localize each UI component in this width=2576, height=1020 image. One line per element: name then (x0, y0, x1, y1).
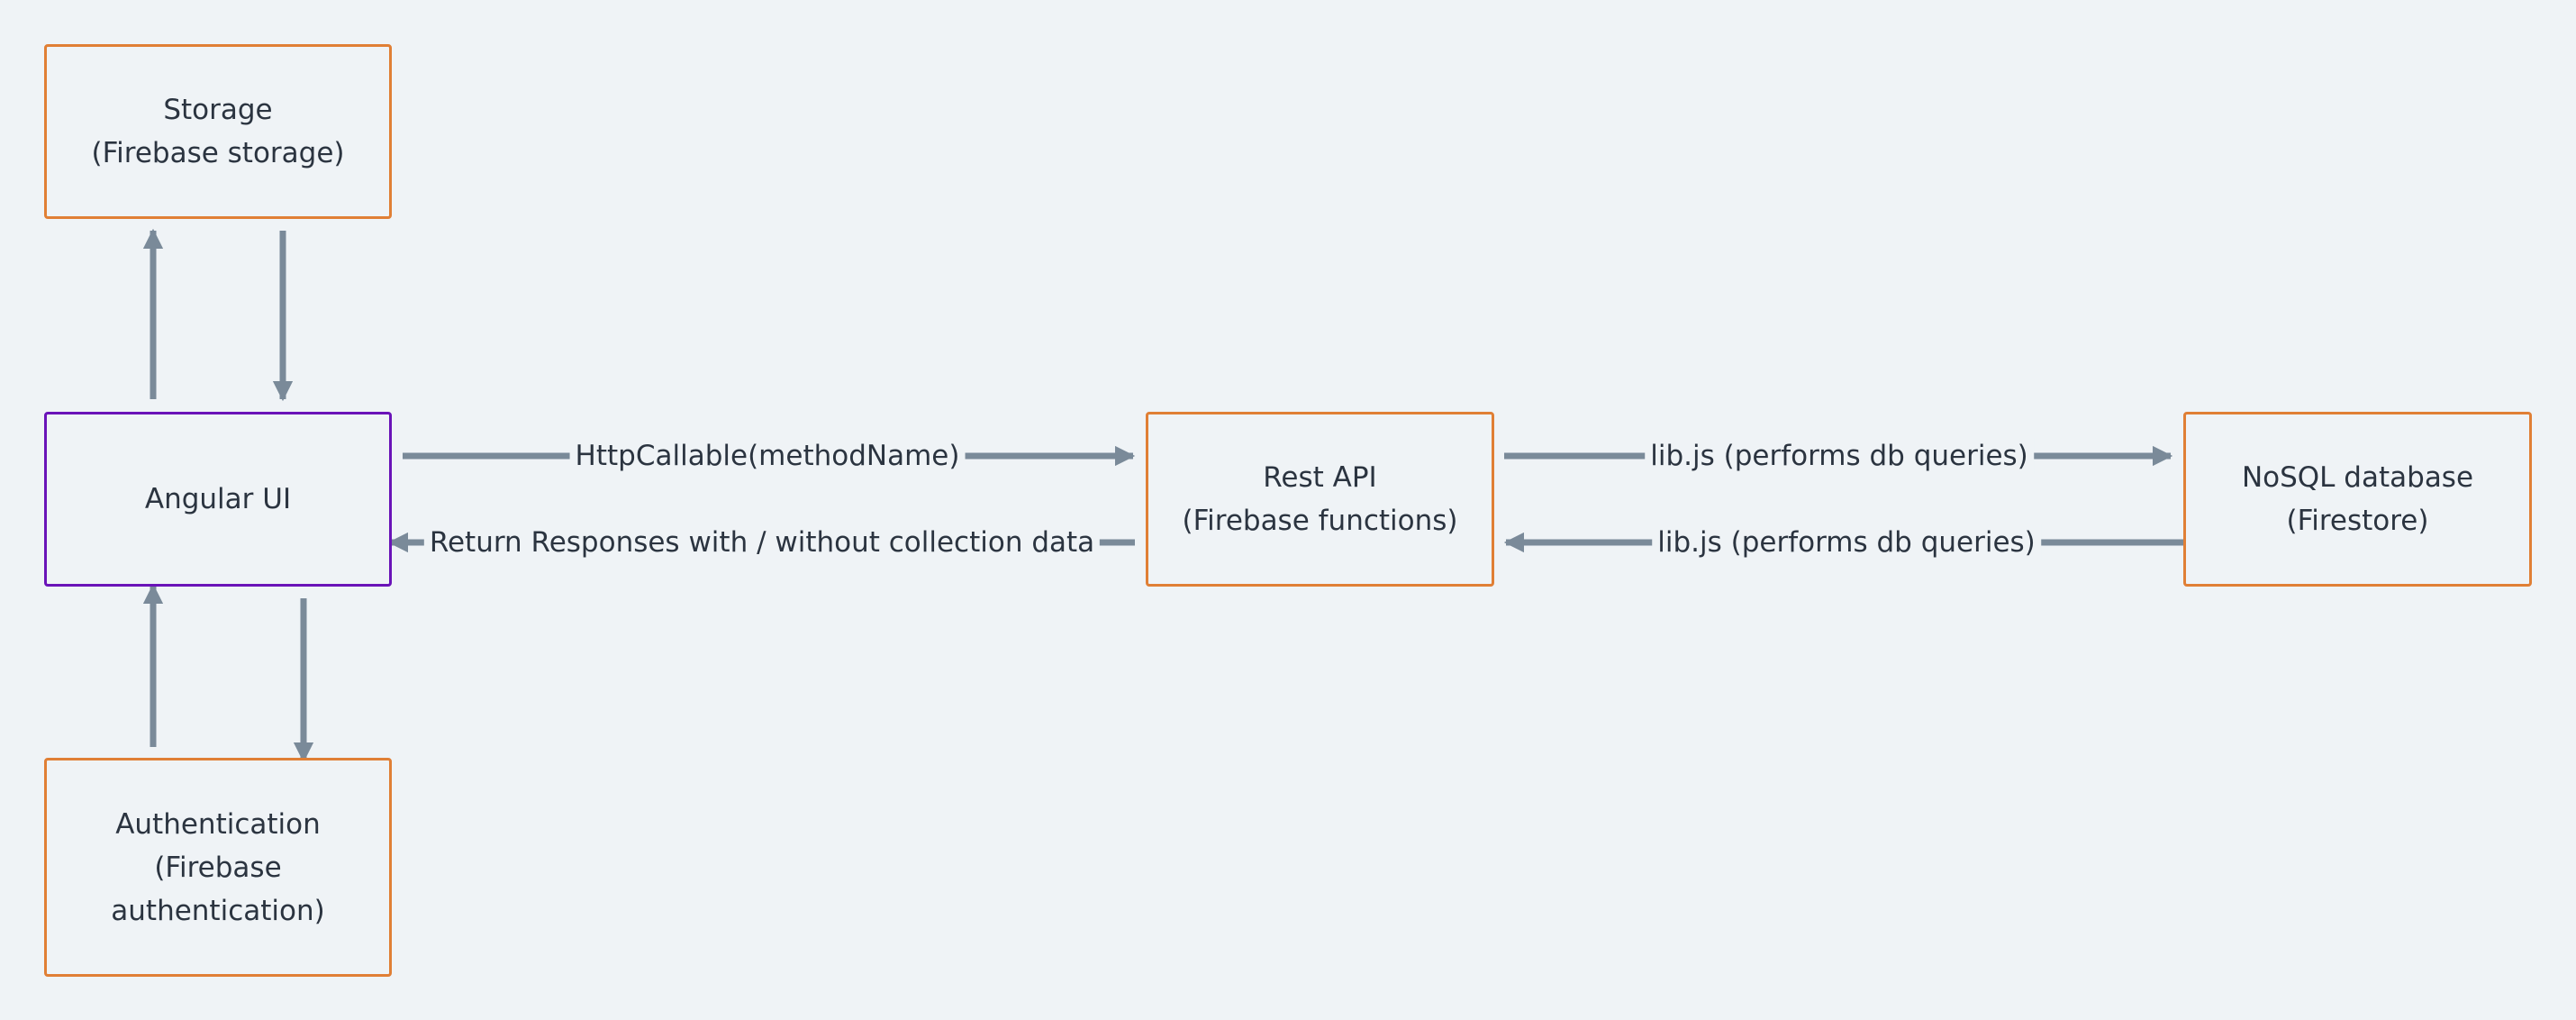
nosql-database-node: NoSQL database (Firestore) (2183, 412, 2532, 587)
storage-node-subtitle: (Firebase storage) (91, 137, 345, 169)
authentication-node-subtitle-1: (Firebase (154, 851, 282, 884)
nosql-database-node-subtitle: (Firestore) (2286, 505, 2429, 537)
storage-node: Storage (Firebase storage) (44, 44, 392, 219)
nosql-database-node-title: NoSQL database (2241, 461, 2474, 494)
storage-node-title: Storage (163, 94, 273, 126)
rest-api-node-subtitle: (Firebase functions) (1182, 505, 1458, 537)
edge-label-angular-to-rest: HttpCallable(methodName) (569, 438, 966, 474)
edge-label-rest-to-nosql: lib.js (performs db queries) (1645, 438, 2034, 474)
rest-api-node-title: Rest API (1263, 461, 1377, 494)
rest-api-node: Rest API (Firebase functions) (1146, 412, 1494, 587)
authentication-node: Authentication (Firebase authentication) (44, 758, 392, 977)
authentication-node-title: Authentication (115, 807, 321, 841)
edge-label-nosql-to-rest: lib.js (performs db queries) (1652, 524, 2041, 560)
edge-label-rest-to-angular: Return Responses with / without collecti… (423, 524, 1101, 560)
authentication-node-subtitle-2: authentication) (111, 894, 325, 927)
angular-ui-node-title: Angular UI (144, 483, 292, 515)
angular-ui-node: Angular UI (44, 412, 392, 587)
